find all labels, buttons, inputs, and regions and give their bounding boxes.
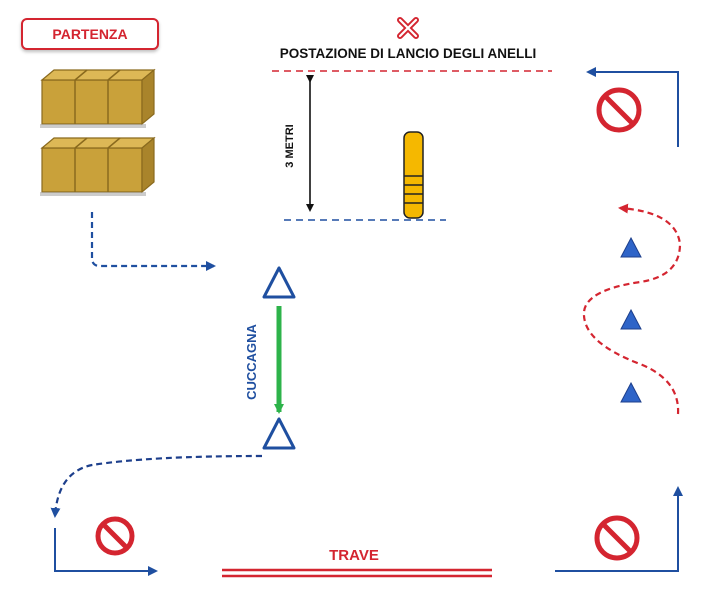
beam	[222, 568, 492, 578]
ring-station-label: POSTAZIONE DI LANCIO DEGLI ANELLI	[280, 46, 537, 61]
hay-bale-icon	[40, 68, 156, 128]
bottom-left-turn-arrow	[54, 528, 158, 576]
triangle-cone-icon	[620, 308, 642, 330]
pole-label: CUCCAGNA	[244, 323, 259, 399]
start-label-box: PARTENZA	[21, 18, 159, 50]
distance-label: 3 METRI	[284, 124, 296, 167]
hay-bale-icon	[40, 136, 156, 196]
start-path-arrow	[90, 212, 216, 271]
prohibited-icon	[594, 515, 640, 561]
prohibited-icon	[596, 87, 642, 133]
x-mark-icon	[397, 17, 419, 39]
slalom-path-arrow	[582, 203, 682, 415]
pole-exit-path-arrow	[50, 454, 263, 518]
bottom-right-turn-arrow	[555, 486, 683, 572]
triangle-cone-icon	[620, 236, 642, 258]
top-right-turn-arrow	[586, 67, 679, 147]
start-label: PARTENZA	[52, 26, 128, 42]
triangle-cone-icon	[262, 417, 296, 450]
ring-post-icon	[403, 131, 424, 219]
triangle-cone-icon	[262, 266, 296, 299]
prohibited-icon	[95, 516, 135, 556]
beam-label: TRAVE	[329, 547, 379, 564]
triangle-cone-icon	[620, 381, 642, 403]
